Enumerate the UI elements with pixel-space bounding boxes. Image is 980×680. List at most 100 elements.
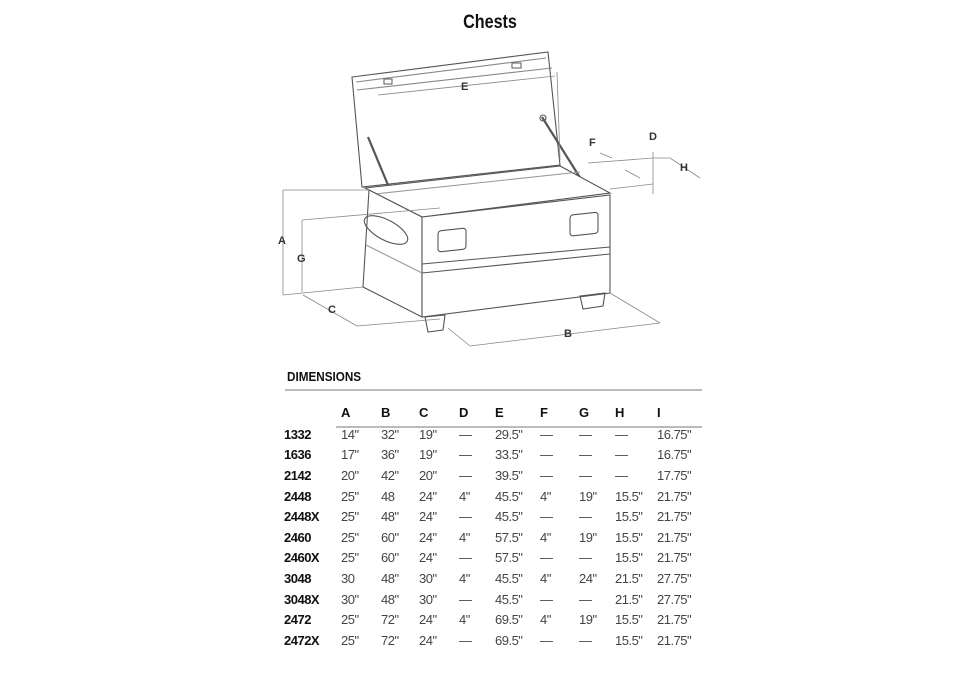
cell-b: 42" xyxy=(381,467,399,483)
cell-i: 21.75" xyxy=(657,488,692,504)
cell-d: 4" xyxy=(459,488,470,504)
dim-label-g: G xyxy=(297,253,306,265)
cell-a: 25" xyxy=(341,550,359,566)
column-header-e: E xyxy=(495,404,504,420)
cell-c: 30" xyxy=(419,591,437,607)
cell-d: — xyxy=(459,447,472,463)
chest-lid xyxy=(351,51,561,188)
cell-e: 29.5" xyxy=(495,426,523,442)
cell-c: 24" xyxy=(419,509,437,525)
cell-c: 20" xyxy=(419,467,437,483)
cell-d: — xyxy=(459,632,472,648)
cell-b: 60" xyxy=(381,529,399,545)
model-number: 2448X xyxy=(284,509,320,525)
cell-g: — xyxy=(579,550,592,566)
cell-g: — xyxy=(579,632,592,648)
cell-a: 25" xyxy=(341,509,359,525)
cell-a: 25" xyxy=(341,612,359,628)
column-header-a: A xyxy=(341,404,351,420)
dimensions-heading: DIMENSIONS xyxy=(287,369,362,384)
dim-label-h: H xyxy=(680,162,688,174)
cell-g: 24" xyxy=(579,570,597,586)
cell-b: 72" xyxy=(381,612,399,628)
cell-i: 21.75" xyxy=(657,550,692,566)
cell-g: 19" xyxy=(579,529,597,545)
cell-d: — xyxy=(459,509,472,525)
cell-a: 25" xyxy=(341,632,359,648)
cell-i: 27.75" xyxy=(657,591,692,607)
cell-c: 24" xyxy=(419,529,437,545)
cell-g: — xyxy=(579,467,592,483)
chest-diagram xyxy=(282,51,701,347)
cell-b: 48" xyxy=(381,591,399,607)
cell-f: — xyxy=(540,591,553,607)
cell-c: 24" xyxy=(419,488,437,504)
page-title: Chests xyxy=(463,12,517,33)
handle-side xyxy=(363,215,409,245)
dim-label-d: D xyxy=(649,131,657,143)
cell-h: — xyxy=(615,467,628,483)
column-header-i: I xyxy=(657,404,661,420)
cell-d: — xyxy=(459,426,472,442)
cell-f: — xyxy=(540,509,553,525)
dim-label-b: B xyxy=(564,328,572,340)
dim-label-e: E xyxy=(461,81,469,93)
header-divider xyxy=(336,426,702,428)
cell-b: 48 xyxy=(381,488,395,504)
cell-e: 45.5" xyxy=(495,591,523,607)
cell-e: 69.5" xyxy=(495,612,523,628)
cell-b: 48" xyxy=(381,570,399,586)
cell-g: — xyxy=(579,447,592,463)
cell-e: 57.5" xyxy=(495,529,523,545)
model-number: 2142 xyxy=(284,467,311,483)
cell-a: 30" xyxy=(341,591,359,607)
cell-i: 17.75" xyxy=(657,467,692,483)
column-header-f: F xyxy=(540,404,548,420)
cell-f: 4" xyxy=(540,529,551,545)
model-number: 3048 xyxy=(284,570,311,586)
cell-a: 20" xyxy=(341,467,359,483)
cell-g: — xyxy=(579,509,592,525)
cell-d: 4" xyxy=(459,612,470,628)
handle-front-right xyxy=(569,211,599,237)
model-number: 1332 xyxy=(284,426,311,442)
cell-c: 19" xyxy=(419,447,437,463)
cell-d: 4" xyxy=(459,529,470,545)
cell-e: 69.5" xyxy=(495,632,523,648)
column-header-b: B xyxy=(381,404,391,420)
cell-i: 16.75" xyxy=(657,447,692,463)
cell-e: 45.5" xyxy=(495,488,523,504)
cell-d: — xyxy=(459,550,472,566)
model-number: 2460X xyxy=(284,550,320,566)
cell-f: — xyxy=(540,550,553,566)
cell-f: — xyxy=(540,426,553,442)
cell-d: — xyxy=(459,591,472,607)
cell-g: 19" xyxy=(579,612,597,628)
model-number: 3048X xyxy=(284,591,320,607)
cell-f: 4" xyxy=(540,488,551,504)
cell-h: 15.5" xyxy=(615,529,643,545)
cell-e: 57.5" xyxy=(495,550,523,566)
model-number: 1636 xyxy=(284,447,311,463)
cell-a: 17" xyxy=(341,447,359,463)
cell-b: 72" xyxy=(381,632,399,648)
cell-h: 15.5" xyxy=(615,488,643,504)
cell-h: — xyxy=(615,447,628,463)
cell-i: 27.75" xyxy=(657,570,692,586)
cell-h: 15.5" xyxy=(615,509,643,525)
column-header-h: H xyxy=(615,404,625,420)
cell-c: 24" xyxy=(419,550,437,566)
cell-i: 16.75" xyxy=(657,426,692,442)
cell-i: 21.75" xyxy=(657,632,692,648)
